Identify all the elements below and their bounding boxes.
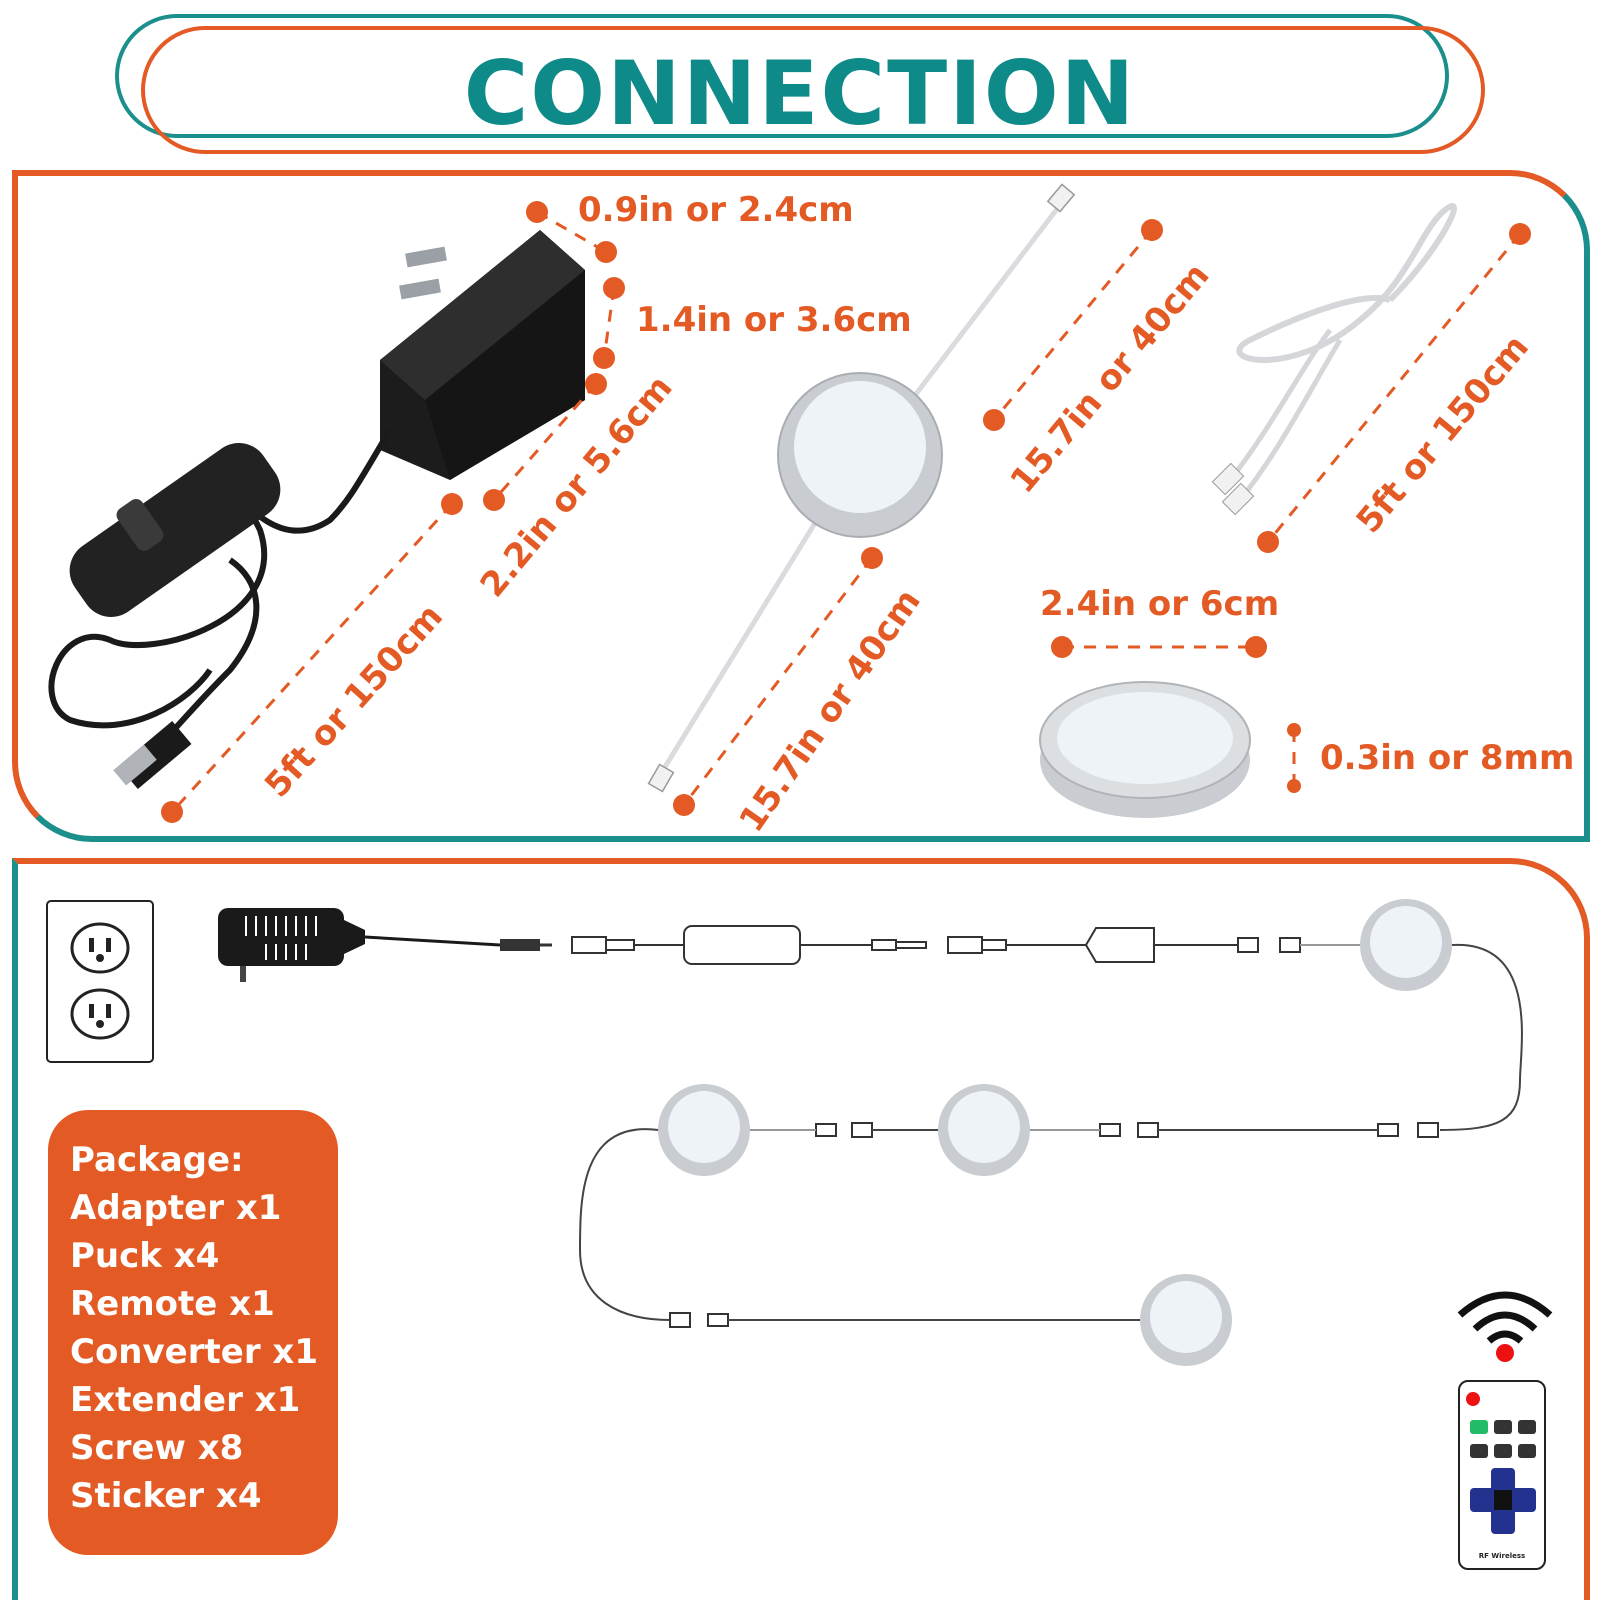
package-item: Extender x1 xyxy=(70,1380,301,1420)
package-item: Sticker x4 xyxy=(70,1476,262,1516)
dim-puck-thickness: 0.3in or 8mm xyxy=(1320,738,1575,778)
dim-puck-diameter: 2.4in or 6cm xyxy=(1040,584,1280,624)
title-frame xyxy=(115,14,1485,154)
package-item: Remote x1 xyxy=(70,1284,275,1324)
dim-adapter-depth: 0.9in or 2.4cm xyxy=(578,190,854,230)
remote-control-icon: RF Wireless xyxy=(1458,1380,1546,1570)
puck-side-view-icon xyxy=(1039,681,1251,818)
wiring-diagram xyxy=(218,899,1523,1366)
power-adapter-icon xyxy=(48,230,585,789)
package-item: Puck x4 xyxy=(70,1236,220,1276)
puck-light-icon xyxy=(647,183,1076,793)
wireless-signal-icon xyxy=(1457,1291,1553,1362)
power-adapter-icon xyxy=(218,908,365,982)
dimension-guides xyxy=(161,201,1531,823)
extender-cable-icon xyxy=(1211,203,1457,516)
package-item: Converter x1 xyxy=(70,1332,319,1372)
dimensions-panel xyxy=(12,170,1590,842)
remote-footer: RF Wireless xyxy=(1478,1552,1526,1560)
package-contents: Package: Adapter x1 Puck x4 Remote x1 Co… xyxy=(48,1110,338,1555)
package-item: Adapter x1 xyxy=(70,1188,282,1228)
wall-outlet-icon xyxy=(46,900,154,1063)
dim-adapter-height: 1.4in or 3.6cm xyxy=(636,300,912,340)
connection-panel xyxy=(12,858,1590,1600)
title-banner: CONNECTION xyxy=(115,14,1485,154)
page-title: CONNECTION xyxy=(463,42,1137,145)
package-item: Screw x8 xyxy=(70,1428,244,1468)
package-heading: Package: xyxy=(70,1140,244,1180)
